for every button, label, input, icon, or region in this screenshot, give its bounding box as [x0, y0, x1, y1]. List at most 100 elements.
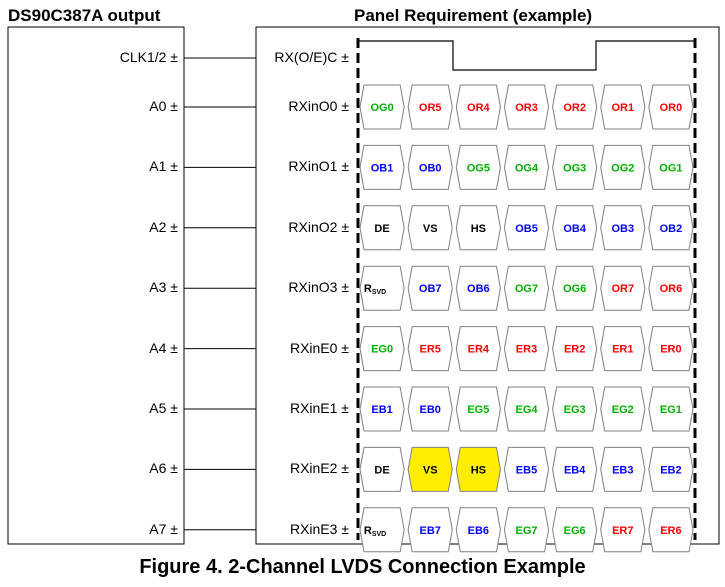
data-cell-label: OB6: [467, 283, 490, 295]
data-cell-label: OG5: [467, 162, 490, 174]
row-input-label: RXinE1 ±: [289, 400, 349, 416]
data-cell: [503, 265, 550, 311]
row-output-label: A4 ±: [149, 339, 178, 356]
data-cell-label: OR2: [563, 102, 586, 114]
data-cell: [455, 446, 501, 492]
output-box: [7, 26, 185, 545]
data-cell-label: EG7: [515, 525, 537, 537]
data-cell: [648, 144, 694, 190]
data-cell: [407, 144, 453, 190]
data-cell: [359, 84, 405, 130]
data-cell: [552, 386, 598, 432]
data-cell-label: OB2: [660, 223, 683, 235]
data-cell: [552, 507, 598, 553]
data-cell: [648, 386, 694, 432]
data-cell: [455, 507, 501, 553]
data-cell: [455, 386, 501, 432]
data-cell-label: EB2: [660, 464, 681, 476]
data-cell-label: EB0: [420, 404, 441, 416]
data-cell: [407, 265, 453, 311]
data-cell: [600, 386, 646, 432]
row-input-label: RXinE0 ±: [289, 339, 349, 356]
data-cell-subscript: SVD: [372, 531, 386, 538]
data-cell-label: OG1: [659, 162, 682, 174]
data-cell: [503, 144, 550, 190]
data-cell-label: OG3: [563, 162, 586, 174]
data-cell: [455, 265, 501, 311]
data-cell-label: OB0: [419, 162, 442, 174]
data-cell-label: ER5: [420, 344, 441, 356]
data-cell-label: ER7: [612, 525, 633, 537]
data-cell: [552, 326, 598, 372]
data-cell-label: OG4: [515, 162, 539, 174]
data-cell: [455, 326, 501, 372]
right-header: Panel Requirement (example): [354, 6, 593, 25]
clock-output-label: CLK1/2 ±: [119, 49, 178, 65]
data-cell: [552, 144, 598, 190]
data-cell-label: EB1: [371, 404, 392, 416]
data-cell-label: EG2: [612, 404, 634, 416]
left-header: DS90C387A output: [8, 6, 161, 25]
row-output-label: A2 ±: [149, 218, 178, 235]
data-cell: [407, 507, 453, 553]
row-output-label: A7 ±: [149, 520, 178, 537]
row-output-label: A3 ±: [149, 279, 178, 296]
data-cell-subscript: SVD: [372, 289, 386, 296]
row-input-label: RXinO1 ±: [288, 158, 349, 175]
data-cell-label: ER1: [612, 344, 633, 356]
data-cell-label: HS: [471, 223, 486, 235]
figure-caption: Figure 4. 2-Channel LVDS Connection Exam…: [139, 556, 586, 578]
data-cell-label: EB6: [468, 525, 489, 537]
data-cell-label: VS: [423, 223, 438, 235]
data-cell-label: ER3: [516, 344, 537, 356]
data-cell: [600, 326, 646, 372]
clock-input-label: RX(O/E)C ±: [274, 49, 349, 65]
data-cell: [455, 84, 501, 130]
data-cell-label: VS: [423, 464, 438, 476]
row-output-label: A0 ±: [149, 98, 178, 114]
data-cell: [455, 205, 501, 251]
data-cell-label: OB4: [563, 223, 587, 235]
data-cell-label: OR1: [611, 102, 634, 114]
data-cell: [503, 507, 550, 553]
data-cell-label: EG0: [371, 344, 393, 356]
data-cell: [600, 446, 646, 492]
row-input-label: RXinE2 ±: [289, 460, 349, 477]
data-cell: [407, 205, 453, 251]
data-cell: [407, 84, 453, 130]
data-cell: [648, 446, 694, 492]
data-cell: [359, 386, 405, 432]
data-cell-label: ER2: [564, 344, 585, 356]
row-output-label: A5 ±: [149, 400, 178, 416]
data-cell-label: EB5: [516, 464, 537, 476]
data-cell-label: OR6: [660, 283, 683, 295]
data-cell-label: OR4: [467, 102, 491, 114]
data-cell-label: EG5: [467, 404, 489, 416]
data-cell: [648, 265, 694, 311]
data-cell: [648, 326, 694, 372]
data-cell-label: OG2: [611, 162, 634, 174]
data-cell-label: OR5: [419, 102, 442, 114]
data-cell: [359, 144, 405, 190]
data-cell-label: DE: [374, 464, 389, 476]
data-cell: [503, 446, 550, 492]
data-cell-label: EG4: [515, 404, 538, 416]
data-cell: [552, 205, 598, 251]
data-cell-label: OR0: [660, 102, 683, 114]
data-cell: [359, 446, 405, 492]
data-cell-label: EG6: [564, 525, 586, 537]
data-cell: [552, 446, 598, 492]
row-input-label: RXinO2 ±: [288, 218, 349, 235]
data-cell: [407, 326, 453, 372]
data-cell-label: OG7: [515, 283, 538, 295]
data-cell: [552, 84, 598, 130]
data-cell-label: OB3: [611, 223, 634, 235]
row-output-label: A6 ±: [149, 460, 178, 477]
data-cell-label: ER4: [468, 344, 490, 356]
data-cell: [503, 386, 550, 432]
data-cell-label: EB7: [420, 525, 441, 537]
data-cell-label: OB7: [419, 283, 442, 295]
data-cell-label: ER0: [660, 344, 681, 356]
data-cell: [600, 205, 646, 251]
